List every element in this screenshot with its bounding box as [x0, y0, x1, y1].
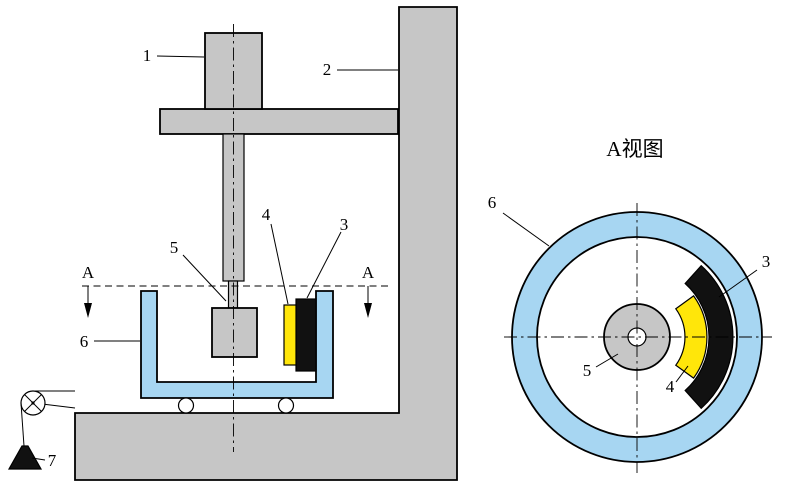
roller-left: [177, 397, 195, 414]
pulley-axle: [31, 401, 35, 405]
label-part6-plan: 6: [488, 193, 497, 212]
rope-vertical: [20, 402, 25, 447]
leader-4: [270, 223, 289, 305]
label-part5: 5: [170, 238, 179, 257]
label-part7: 7: [48, 451, 57, 470]
leader-5-plan: [595, 353, 619, 368]
part6-container: [140, 290, 334, 399]
label-part1: 1: [143, 46, 152, 65]
section-letter-right: A: [362, 263, 375, 282]
leader-3-plan: [718, 269, 758, 298]
leader-4-plan: [675, 365, 689, 383]
part2-frame-column-and-base: [74, 6, 458, 481]
roller-right: [277, 397, 295, 414]
label-part2: 2: [323, 60, 332, 79]
section-letter-left: A: [82, 263, 95, 282]
leader-6-plan: [502, 212, 550, 247]
label-part6: 6: [80, 332, 89, 351]
part7-weight: [7, 445, 43, 470]
view-title: A视图: [606, 137, 663, 161]
leader-1: [156, 55, 205, 58]
label-part3-plan: 3: [762, 252, 771, 271]
leader-5: [182, 254, 227, 302]
label-part4: 4: [262, 205, 271, 224]
part4-specimen: [283, 304, 297, 366]
spindle-rod: [227, 280, 239, 309]
crossbeam: [159, 108, 399, 135]
part3-pad: [295, 298, 317, 372]
label-part5-plan: 5: [583, 361, 592, 380]
section-arrow-right: [364, 303, 372, 318]
part5-holder: [211, 307, 258, 358]
section-arrow-left: [84, 303, 92, 318]
leader-3: [306, 231, 342, 299]
label-part3: 3: [340, 215, 349, 234]
label-part4-plan: 4: [666, 377, 675, 396]
leader-7: [31, 457, 46, 461]
part4-specimen-arc: [674, 295, 708, 379]
